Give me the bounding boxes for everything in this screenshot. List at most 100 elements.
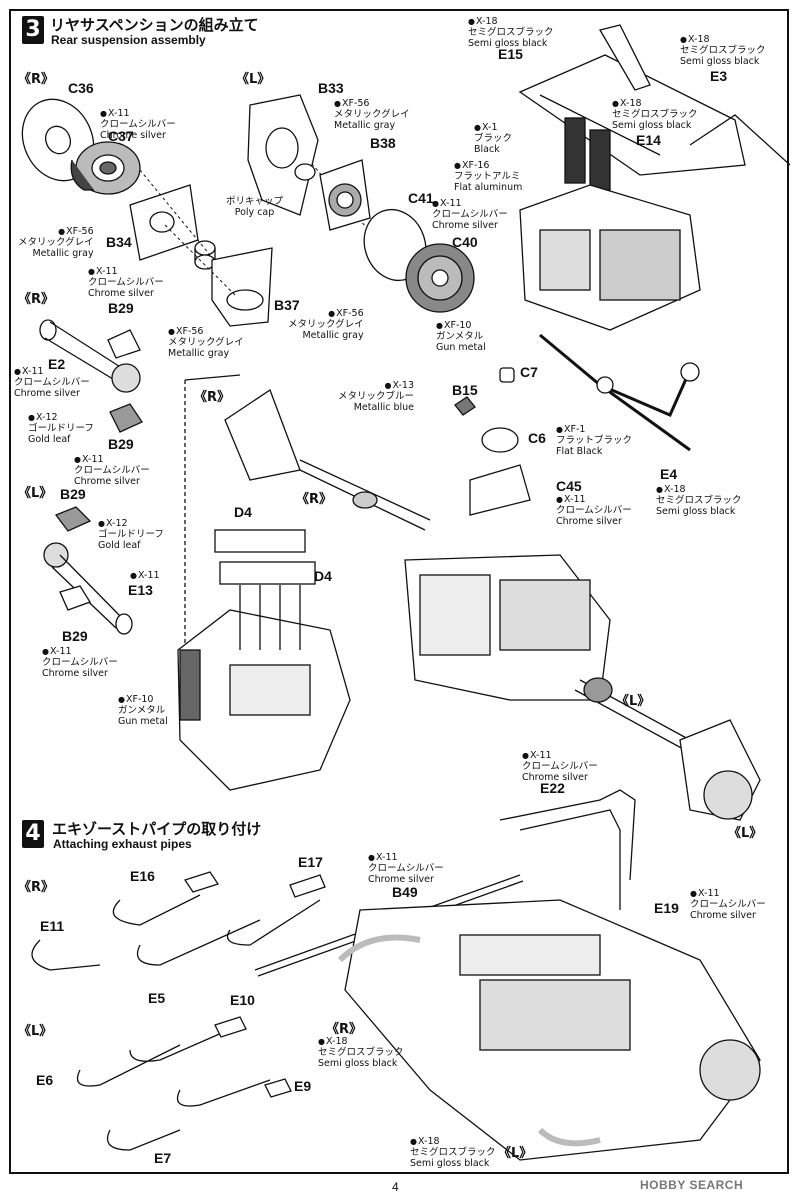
paint-callout-x1: X-1 ブラック Black bbox=[474, 122, 512, 155]
part-label: E11 bbox=[40, 918, 65, 934]
paint-callout-x18: X-18 セミグロスブラック Semi gloss black bbox=[318, 1036, 404, 1069]
part-b37-upright bbox=[211, 247, 273, 327]
part-e4-wishbone bbox=[539, 333, 700, 452]
part-label: E5 bbox=[148, 990, 166, 1006]
part-label: B29 bbox=[62, 628, 88, 644]
step-4-number: 4 bbox=[22, 820, 44, 848]
part-label: E10 bbox=[230, 992, 255, 1008]
side-marker-l: 《L》 bbox=[18, 1024, 53, 1039]
paint-callout-xf56: XF-56 メタリックグレイ Metallic gray bbox=[18, 226, 94, 259]
side-marker-l: 《L》 bbox=[498, 1146, 533, 1161]
part-c36-disc bbox=[21, 98, 95, 182]
part-label: B29 bbox=[108, 300, 134, 316]
part-label: C37 bbox=[108, 128, 134, 144]
part-label: C7 bbox=[520, 364, 538, 380]
part-c7 bbox=[499, 367, 515, 383]
part-label: E15 bbox=[498, 46, 523, 62]
paint-callout-x18: X-18 セミグロスブラック Semi gloss black bbox=[680, 34, 766, 67]
paint-callout-x18: X-18 セミグロスブラック Semi gloss black bbox=[468, 16, 554, 49]
paint-callout-x13: X-13 メタリックブルー Metallic blue bbox=[338, 380, 414, 413]
step-4-title-en: Attaching exhaust pipes bbox=[53, 837, 192, 851]
side-marker-l: 《L》 bbox=[236, 72, 271, 87]
step-3-number: 3 bbox=[22, 16, 44, 44]
part-engine-assembly bbox=[337, 899, 761, 1161]
part-label: E22 bbox=[540, 780, 565, 796]
part-label: E6 bbox=[36, 1072, 54, 1088]
part-c45 bbox=[469, 464, 531, 516]
part-label: B33 bbox=[318, 80, 344, 96]
part-label: B29 bbox=[60, 486, 86, 502]
side-marker-l: 《L》 bbox=[728, 826, 763, 841]
part-label: E14 bbox=[636, 132, 661, 148]
paint-callout-x11: X-11 bbox=[130, 570, 160, 581]
paint-callout-xf10: XF-10 ガンメタル Gun metal bbox=[436, 320, 486, 353]
side-marker-r: 《R》 bbox=[18, 880, 55, 895]
paint-callout-xf16: XF-16 フラットアルミ Flat aluminum bbox=[454, 160, 522, 193]
paint-callout-xf56: XF-56 メタリックグレイ Metallic gray bbox=[334, 98, 410, 131]
page-number: 4 bbox=[392, 1180, 399, 1194]
step-3-title-jp: リヤサスペンションの組み立て bbox=[50, 16, 259, 34]
paint-callout-xf56: XF-56 メタリックグレイ Metallic gray bbox=[168, 326, 244, 359]
part-label: B38 bbox=[370, 135, 396, 151]
part-e14-springs bbox=[564, 117, 611, 191]
part-label: E13 bbox=[128, 582, 153, 598]
part-label: E7 bbox=[154, 1150, 172, 1166]
part-b15 bbox=[454, 396, 476, 416]
paint-callout-x11: X-11 クロームシルバー Chrome silver bbox=[690, 888, 766, 921]
side-marker-l: 《L》 bbox=[18, 486, 53, 501]
part-chassis bbox=[184, 374, 611, 701]
part-label: E9 bbox=[294, 1078, 312, 1094]
watermark: HOBBY SEARCH bbox=[640, 1178, 744, 1192]
part-label: C40 bbox=[452, 234, 478, 250]
page-frame bbox=[9, 9, 789, 1174]
part-label: E3 bbox=[710, 68, 728, 84]
part-label: E4 bbox=[660, 466, 678, 482]
side-marker-r: 《R》 bbox=[18, 292, 55, 307]
part-b34-plate bbox=[129, 184, 199, 261]
part-b33-upright bbox=[247, 94, 319, 216]
part-label: C6 bbox=[528, 430, 546, 446]
paint-callout-x11: X-11 クロームシルバー Chrome silver bbox=[74, 454, 150, 487]
part-label: D4 bbox=[314, 568, 332, 584]
part-engine bbox=[177, 529, 351, 791]
step-4-title-jp: エキゾーストパイプの取り付け bbox=[52, 820, 262, 838]
paint-callout-xf1: XF-1 フラットブラック Flat Black bbox=[556, 424, 632, 457]
paint-callout-x11: X-11 クロームシルバー Chrome silver bbox=[88, 266, 164, 299]
paint-callout-xf10: XF-10 ガンメタル Gun metal bbox=[118, 694, 168, 727]
paint-callout-x12: X-12 ゴールドリーフ Gold leaf bbox=[98, 518, 164, 551]
exhaust-r-group bbox=[31, 871, 326, 971]
paint-callout-x18: X-18 セミグロスブラック Semi gloss black bbox=[656, 484, 742, 517]
paint-callout-x11: X-11 クロームシルバー Chrome silver bbox=[42, 646, 118, 679]
part-label: E2 bbox=[48, 356, 66, 372]
step-3-title-en: Rear suspension assembly bbox=[51, 33, 206, 47]
part-label: E16 bbox=[130, 868, 155, 884]
part-label: B15 bbox=[452, 382, 478, 398]
paint-callout-x11: X-11 クロームシルバー Chrome silver bbox=[432, 198, 508, 231]
part-e13-driveshaft bbox=[43, 506, 133, 635]
part-label: B37 bbox=[274, 297, 300, 313]
part-gearbox bbox=[519, 184, 701, 331]
part-e3-wishbone bbox=[518, 24, 791, 176]
part-label: B29 bbox=[108, 436, 134, 452]
side-marker-r: 《R》 bbox=[18, 72, 55, 87]
part-label: E17 bbox=[298, 854, 323, 870]
part-c6 bbox=[481, 427, 519, 453]
paint-callout-x18: X-18 セミグロスブラック Semi gloss black bbox=[612, 98, 698, 131]
paint-callout-x11: X-11 クロームシルバー Chrome silver bbox=[556, 494, 632, 527]
side-marker-r: 《R》 bbox=[326, 1022, 363, 1037]
part-label: C45 bbox=[556, 478, 582, 494]
side-marker-l: 《L》 bbox=[616, 694, 651, 709]
polycap-note: ポリキャップ Poly cap bbox=[226, 196, 284, 218]
part-label: C36 bbox=[68, 80, 94, 96]
paint-callout-x18: X-18 セミグロスブラック Semi gloss black bbox=[410, 1136, 496, 1169]
part-label: B49 bbox=[392, 884, 418, 900]
part-c37-hub bbox=[70, 141, 141, 195]
paint-callout-x11: X-11 クロームシルバー Chrome silver bbox=[100, 108, 176, 141]
side-marker-r: 《R》 bbox=[194, 390, 231, 405]
paint-callout-x11: X-11 クロームシルバー Chrome silver bbox=[14, 366, 90, 399]
part-label: B34 bbox=[106, 234, 132, 250]
part-e2-driveshaft bbox=[39, 319, 143, 433]
part-c40-caliper bbox=[405, 243, 475, 313]
paint-callout-x12: X-12 ゴールドリーフ Gold leaf bbox=[28, 412, 94, 445]
part-label: E19 bbox=[654, 900, 679, 916]
